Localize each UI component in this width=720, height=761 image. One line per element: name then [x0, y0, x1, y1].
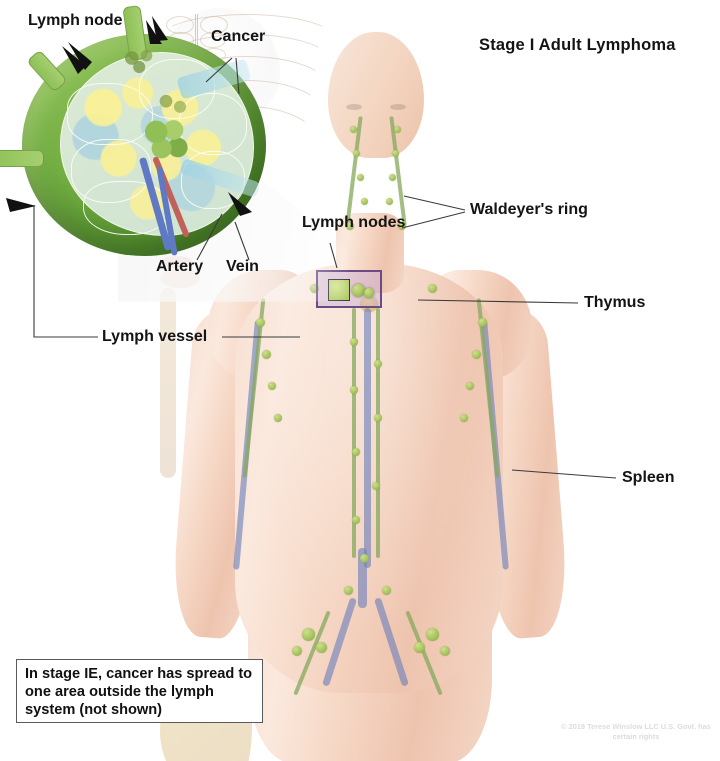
lymph-node-dot [352, 284, 365, 297]
right-para-aortic-chain [376, 308, 380, 558]
inguinal-node-cluster [426, 628, 439, 641]
lymph-node-dot [392, 150, 399, 157]
lymph-node-dot [374, 360, 382, 368]
label-artery: Artery [156, 258, 204, 275]
lymph-node-dot [274, 414, 282, 422]
stage-caption-box: In stage IE, cancer has spread to one ar… [16, 659, 263, 723]
lymph-node-dot [374, 414, 382, 422]
lymph-node-dot [364, 288, 374, 298]
lymph-node-dot [262, 350, 271, 359]
label-lymph-vessel: Lymph vessel [102, 328, 208, 345]
lymph-node-dot [256, 318, 265, 327]
lymph-node-dot [357, 174, 364, 181]
label-lymph-nodes: Lymph nodes [302, 214, 406, 231]
inguinal-node-cluster [316, 642, 327, 653]
lymph-node-dot [350, 386, 358, 394]
label-lymph-node: Lymph node [28, 12, 123, 29]
lymph-node-dot [361, 198, 368, 205]
thoracic-duct [364, 308, 371, 568]
lymph-node-dot [428, 284, 437, 293]
lymph-node-dot [353, 150, 360, 157]
lymph-node-dot [360, 554, 369, 563]
lymph-node-dot [372, 482, 380, 490]
label-vein: Vein [226, 258, 259, 275]
label-cancer: Cancer [211, 28, 266, 45]
cancer-cell-cluster [152, 90, 192, 118]
lymph-node-dot [350, 126, 357, 133]
lymph-node-dot [352, 448, 360, 456]
lymph-node-dot [478, 318, 487, 327]
cancer-cell-cluster [118, 46, 164, 76]
inguinal-node-cluster [292, 646, 302, 656]
lymph-node-dot [382, 586, 391, 595]
lymph-node-dot [389, 174, 396, 181]
inguinal-node-cluster [414, 642, 425, 653]
label-waldeyers-ring: Waldeyer's ring [470, 201, 588, 218]
lymph-node-dot [394, 126, 401, 133]
afferent-lymph-vessel [0, 150, 44, 167]
lymph-node-dot [352, 516, 360, 524]
lymph-node-cross-section [0, 5, 266, 256]
copyright-notice: © 2019 Terese Winslow LLC U.S. Govt. has… [561, 722, 711, 741]
lymph-node-dot [460, 414, 468, 422]
inguinal-node-cluster [440, 646, 450, 656]
label-spleen: Spleen [622, 469, 675, 486]
right-eye [390, 104, 406, 110]
lymph-node-hilum [140, 118, 194, 164]
page-title: Stage I Adult Lymphoma [479, 36, 676, 54]
human-body-figure [160, 8, 580, 761]
inferior-vena-cava [358, 548, 367, 608]
lymph-node-dot [350, 338, 358, 346]
head [328, 32, 424, 158]
lymph-node-dot [466, 382, 474, 390]
lymph-node-dot [386, 198, 393, 205]
lymph-node-dot [268, 382, 276, 390]
left-eye [346, 104, 362, 110]
inguinal-node-cluster [302, 628, 315, 641]
lymph-node-dot [346, 222, 354, 230]
lymph-node-dot [472, 350, 481, 359]
lymph-node-dot [344, 586, 353, 595]
left-para-aortic-chain [352, 308, 356, 558]
sternum [160, 288, 176, 478]
label-thymus: Thymus [584, 294, 646, 311]
